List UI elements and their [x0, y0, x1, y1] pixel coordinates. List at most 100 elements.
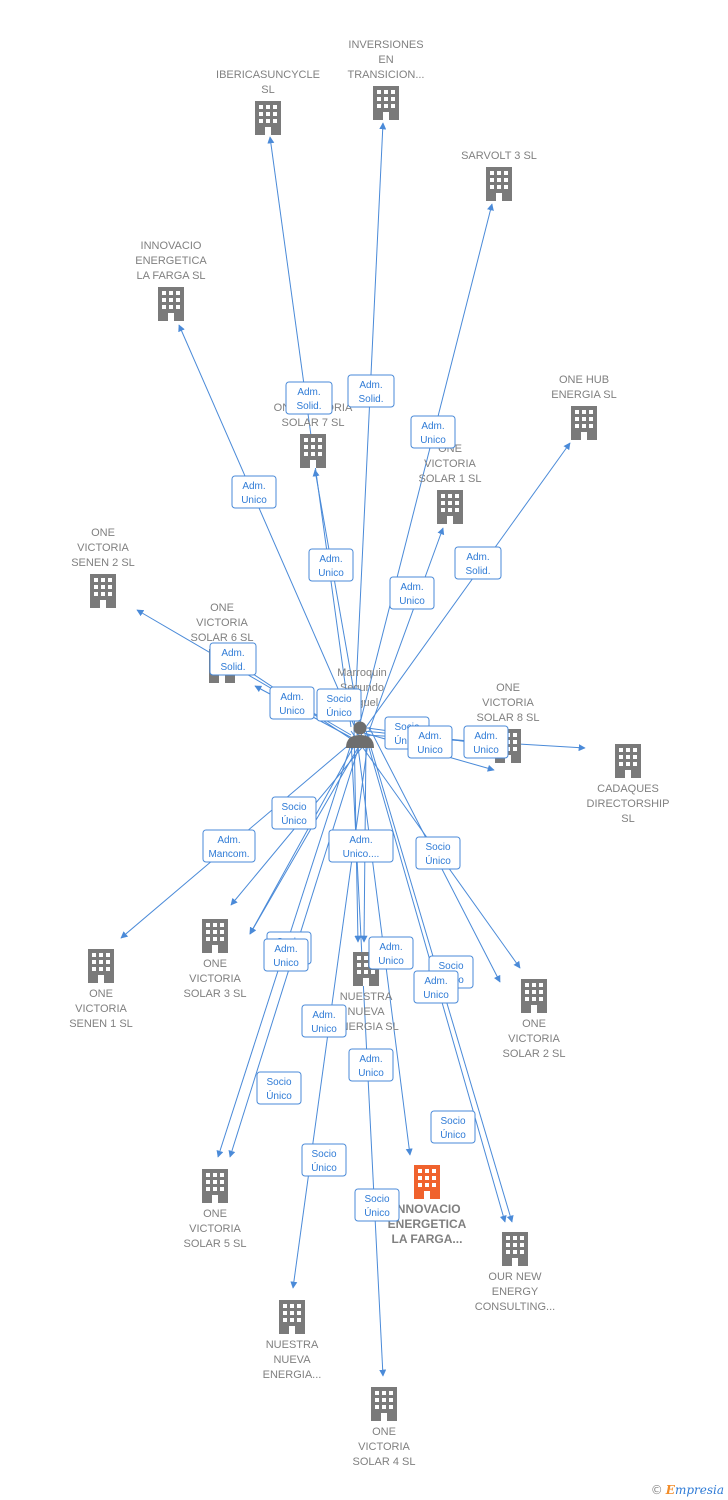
building-icon [486, 167, 512, 201]
edge-role-label: Adm.Unico [407, 725, 453, 759]
edge-label-text: Unico [358, 1068, 384, 1079]
company-label-line: EN [378, 54, 393, 66]
edge-label-text: Socio [311, 1149, 336, 1160]
company-label-line: NUESTRA [340, 991, 393, 1003]
company-label-line: SARVOLT 3 SL [461, 150, 537, 162]
edge-role-label: Adm.Unico [389, 576, 435, 610]
company-label-line: SOLAR 7 SL [282, 417, 345, 429]
edge-to-ov_solar3 [249, 738, 364, 935]
edge-role-label: Adm.Unico [301, 1004, 347, 1038]
edge-label-box [301, 1004, 347, 1038]
company-label-line: ENERGIA SL [333, 1021, 398, 1033]
company-label-line: ONE [372, 1426, 396, 1438]
edge-label-text: Unico [311, 1024, 337, 1035]
company-node-ov-solar4[interactable]: ONE VICTORIA SOLAR 4 SL [353, 1387, 416, 1468]
edge-label-text: Adm. [466, 552, 489, 563]
edge-label-box [263, 938, 309, 972]
company-label-line: IBERICASUNCYCLE [216, 69, 320, 81]
edge-label-text: Adm. [280, 692, 303, 703]
building-icon [202, 919, 228, 953]
edge-label-box [285, 381, 333, 415]
company-label-line: SOLAR 5 SL [184, 1238, 247, 1250]
building-icon [279, 1300, 305, 1334]
company-label-line: ENERGETICA [388, 1217, 467, 1231]
edge-label-text: Adm. [221, 648, 244, 659]
company-label-line: ONE [89, 988, 113, 1000]
edge-label-text: Único [266, 1089, 292, 1102]
company-label-line: SENEN 1 SL [69, 1018, 133, 1030]
edge-label-text: Adm. [359, 380, 382, 391]
edge-role-label: Adm.Solid. [454, 546, 502, 580]
building-icon [437, 490, 463, 524]
empresia-footer[interactable]: ©Empresia [651, 1483, 724, 1497]
edge-label-box [347, 374, 395, 408]
company-label-line: SOLAR 3 SL [184, 988, 247, 1000]
person-name-line: Marroquin [337, 667, 387, 679]
person-icon [346, 721, 374, 748]
edge-label-text: Unico [241, 495, 267, 506]
edge-to-ov_solar3 [249, 734, 361, 935]
edge-label-text: Adm. [242, 481, 265, 492]
edge-label-text: Adm. [400, 582, 423, 593]
edge-label-text: Socio [281, 802, 306, 813]
edge-label-text: Único [326, 706, 352, 719]
edge-label-text: Unico [378, 956, 404, 967]
brand-name: mpresia [674, 1483, 724, 1497]
edge-label-text: Adm. [349, 835, 372, 846]
edge-label-text: Solid. [296, 401, 321, 412]
edge-label-text: Solid. [358, 394, 383, 405]
company-node-nuestra-bot[interactable]: NUESTRANUEVAENERGIA... [263, 1300, 322, 1381]
edge-label-text: Adm. [274, 944, 297, 955]
company-label-line: SOLAR 4 SL [353, 1456, 416, 1468]
company-label-line: INNOVACIO [393, 1202, 460, 1216]
company-label-line: SL [621, 813, 634, 825]
edge-label-box [410, 415, 456, 449]
edge-to-onehub [365, 442, 571, 728]
edge-role-label: Adm.Unico [269, 686, 315, 720]
edge-label-box [407, 725, 453, 759]
edge-label-box [271, 796, 317, 830]
edge-role-label: Adm. Unico [231, 475, 277, 509]
company-node-ournew[interactable]: OUR NEWENERGYCONSULTING... [475, 1232, 555, 1313]
edge-label-box [368, 936, 414, 970]
edge-labels-layer: Adm.Solid.Adm.Solid.Adm.UnicoAdm.UnicoAd… [202, 374, 509, 1222]
edge-label-box [430, 1110, 476, 1144]
company-node-sarvolt3[interactable]: SARVOLT 3 SL [461, 150, 537, 201]
building-icon [202, 1169, 228, 1203]
edge-label-box [301, 1143, 347, 1177]
edge-label-text: Socio [266, 1077, 291, 1088]
edge-role-label: Adm.Unico [348, 1048, 394, 1082]
edge-label-text: Unico [273, 958, 299, 969]
copyright-icon: © [650, 1483, 663, 1497]
edge-to-ibericasun [267, 136, 352, 728]
edge-label-text: Único [311, 1161, 337, 1174]
company-label-line: NUESTRA [266, 1339, 319, 1351]
company-label-line: SOLAR 8 SL [477, 712, 540, 724]
edge-label-text: Único [425, 854, 451, 867]
edge-role-label: Adm.Solid. [285, 381, 333, 415]
edge-label-box [269, 686, 315, 720]
edge-label-box [231, 475, 277, 509]
edge-label-text: Socio [425, 842, 450, 853]
edge-label-text: Unico [417, 745, 443, 756]
company-label-line: VICTORIA [358, 1441, 410, 1453]
edge-to-inversiones [353, 122, 387, 732]
company-node-inversiones[interactable]: INVERSIONESENTRANSICION... [347, 39, 425, 120]
company-label-line: SOLAR 1 SL [419, 473, 482, 485]
edge-label-box [256, 1071, 302, 1105]
edge-label-text: Unico [423, 990, 449, 1001]
